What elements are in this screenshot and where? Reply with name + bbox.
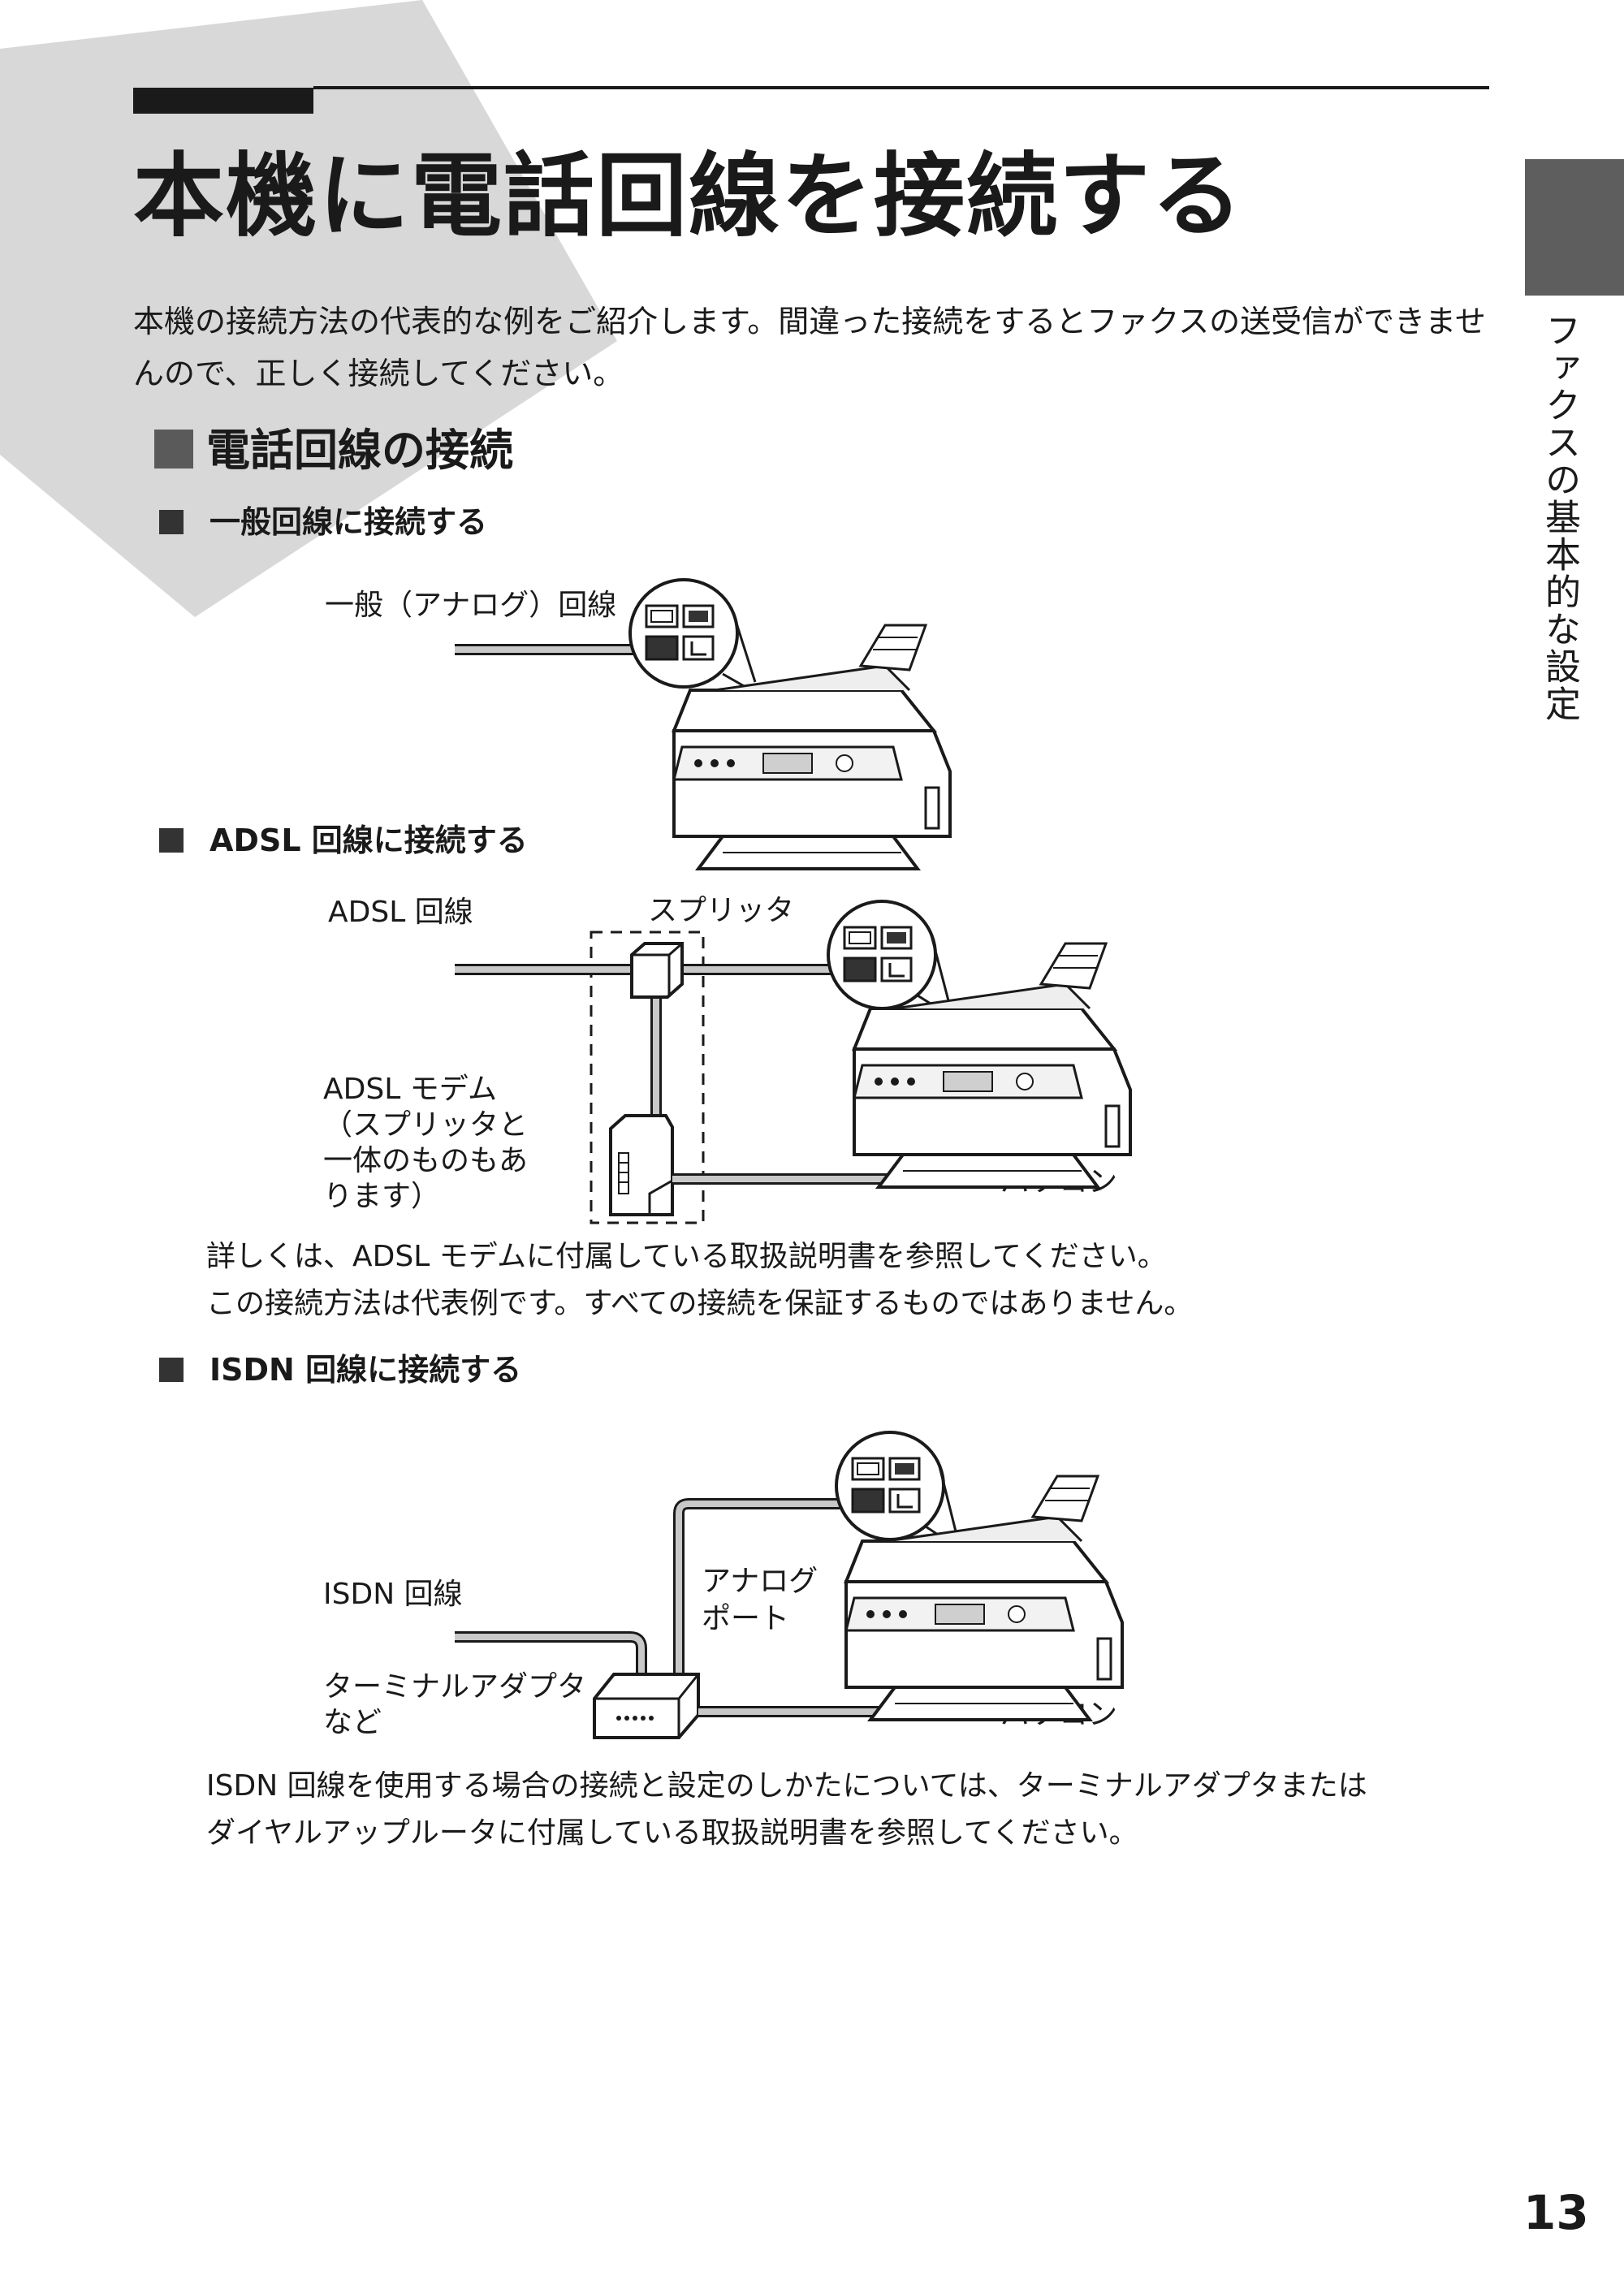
isdn-diagram xyxy=(455,1431,1124,1739)
jack-callout-icon xyxy=(835,1431,945,1541)
ta-label-line-1: ターミナルアダプタ xyxy=(323,1670,587,1704)
section-title: 電話回線の接続 xyxy=(154,422,513,479)
isdn-line-label: ISDN 回線 xyxy=(323,1578,463,1611)
adsl-heading: ADSL 回線に接続する xyxy=(159,820,528,861)
isdn-note-2: ダイヤルアップルータに付属している取扱説明書を参照してください。 xyxy=(206,1816,1138,1850)
page-title: 本機に電話回線を接続する xyxy=(133,144,1244,249)
adsl-note-1: 詳しくは、ADSL モデムに付属している取扱説明書を参照してください。 xyxy=(206,1240,1167,1273)
analog-heading-text: 一般回線に接続する xyxy=(209,504,488,540)
isdn-heading: ISDN 回線に接続する xyxy=(159,1349,521,1390)
page-number: 13 xyxy=(1523,2185,1589,2240)
side-tab-marker xyxy=(1525,159,1624,296)
ta-label-line-2: など xyxy=(323,1706,382,1739)
isdn-heading-text: ISDN 回線に接続する xyxy=(209,1352,522,1388)
section-title-text: 電話回線の接続 xyxy=(206,425,513,476)
subheading-square-marker xyxy=(159,1358,184,1382)
adsl-note-2: この接続方法は代表例です。すべての接続を保証するものではありません。 xyxy=(206,1287,1194,1320)
section-square-marker xyxy=(154,430,193,469)
subheading-square-marker xyxy=(159,510,184,534)
adsl-heading-text: ADSL 回線に接続する xyxy=(209,823,528,858)
analog-port-label-line-1: アナログ xyxy=(702,1565,818,1598)
side-tab-label: ファクスの基本的な設定 xyxy=(1539,312,1580,723)
splitter-label: スプリッタ xyxy=(648,894,795,927)
modem-label-line-2: （スプリッタと xyxy=(323,1108,529,1142)
isdn-note-1: ISDN 回線を使用する場合の接続と設定のしかたについては、ターミナルアダプタま… xyxy=(206,1769,1367,1803)
analog-diagram xyxy=(455,578,952,870)
adsl-diagram xyxy=(455,900,1132,1224)
modem-label-line-1: ADSL モデム xyxy=(323,1073,497,1106)
subheading-square-marker xyxy=(159,828,184,853)
jack-callout-icon xyxy=(827,900,937,1010)
header-rule-thick xyxy=(133,88,313,114)
analog-heading: 一般回線に接続する xyxy=(159,502,487,542)
jack-callout-icon xyxy=(628,578,739,689)
adsl-line-label: ADSL 回線 xyxy=(328,896,473,929)
modem-label-line-4: ります） xyxy=(323,1180,441,1213)
header-rule-thin xyxy=(313,86,1489,89)
intro-paragraph: 本機の接続方法の代表的な例をご紹介します。間違った接続をするとファクスの送受信が… xyxy=(133,304,1486,391)
analog-port-label-line-2: ポート xyxy=(702,1602,790,1635)
modem-label-line-3: 一体のものもあ xyxy=(323,1144,529,1177)
analog-line-label: 一般（アナログ）回線 xyxy=(325,589,617,622)
